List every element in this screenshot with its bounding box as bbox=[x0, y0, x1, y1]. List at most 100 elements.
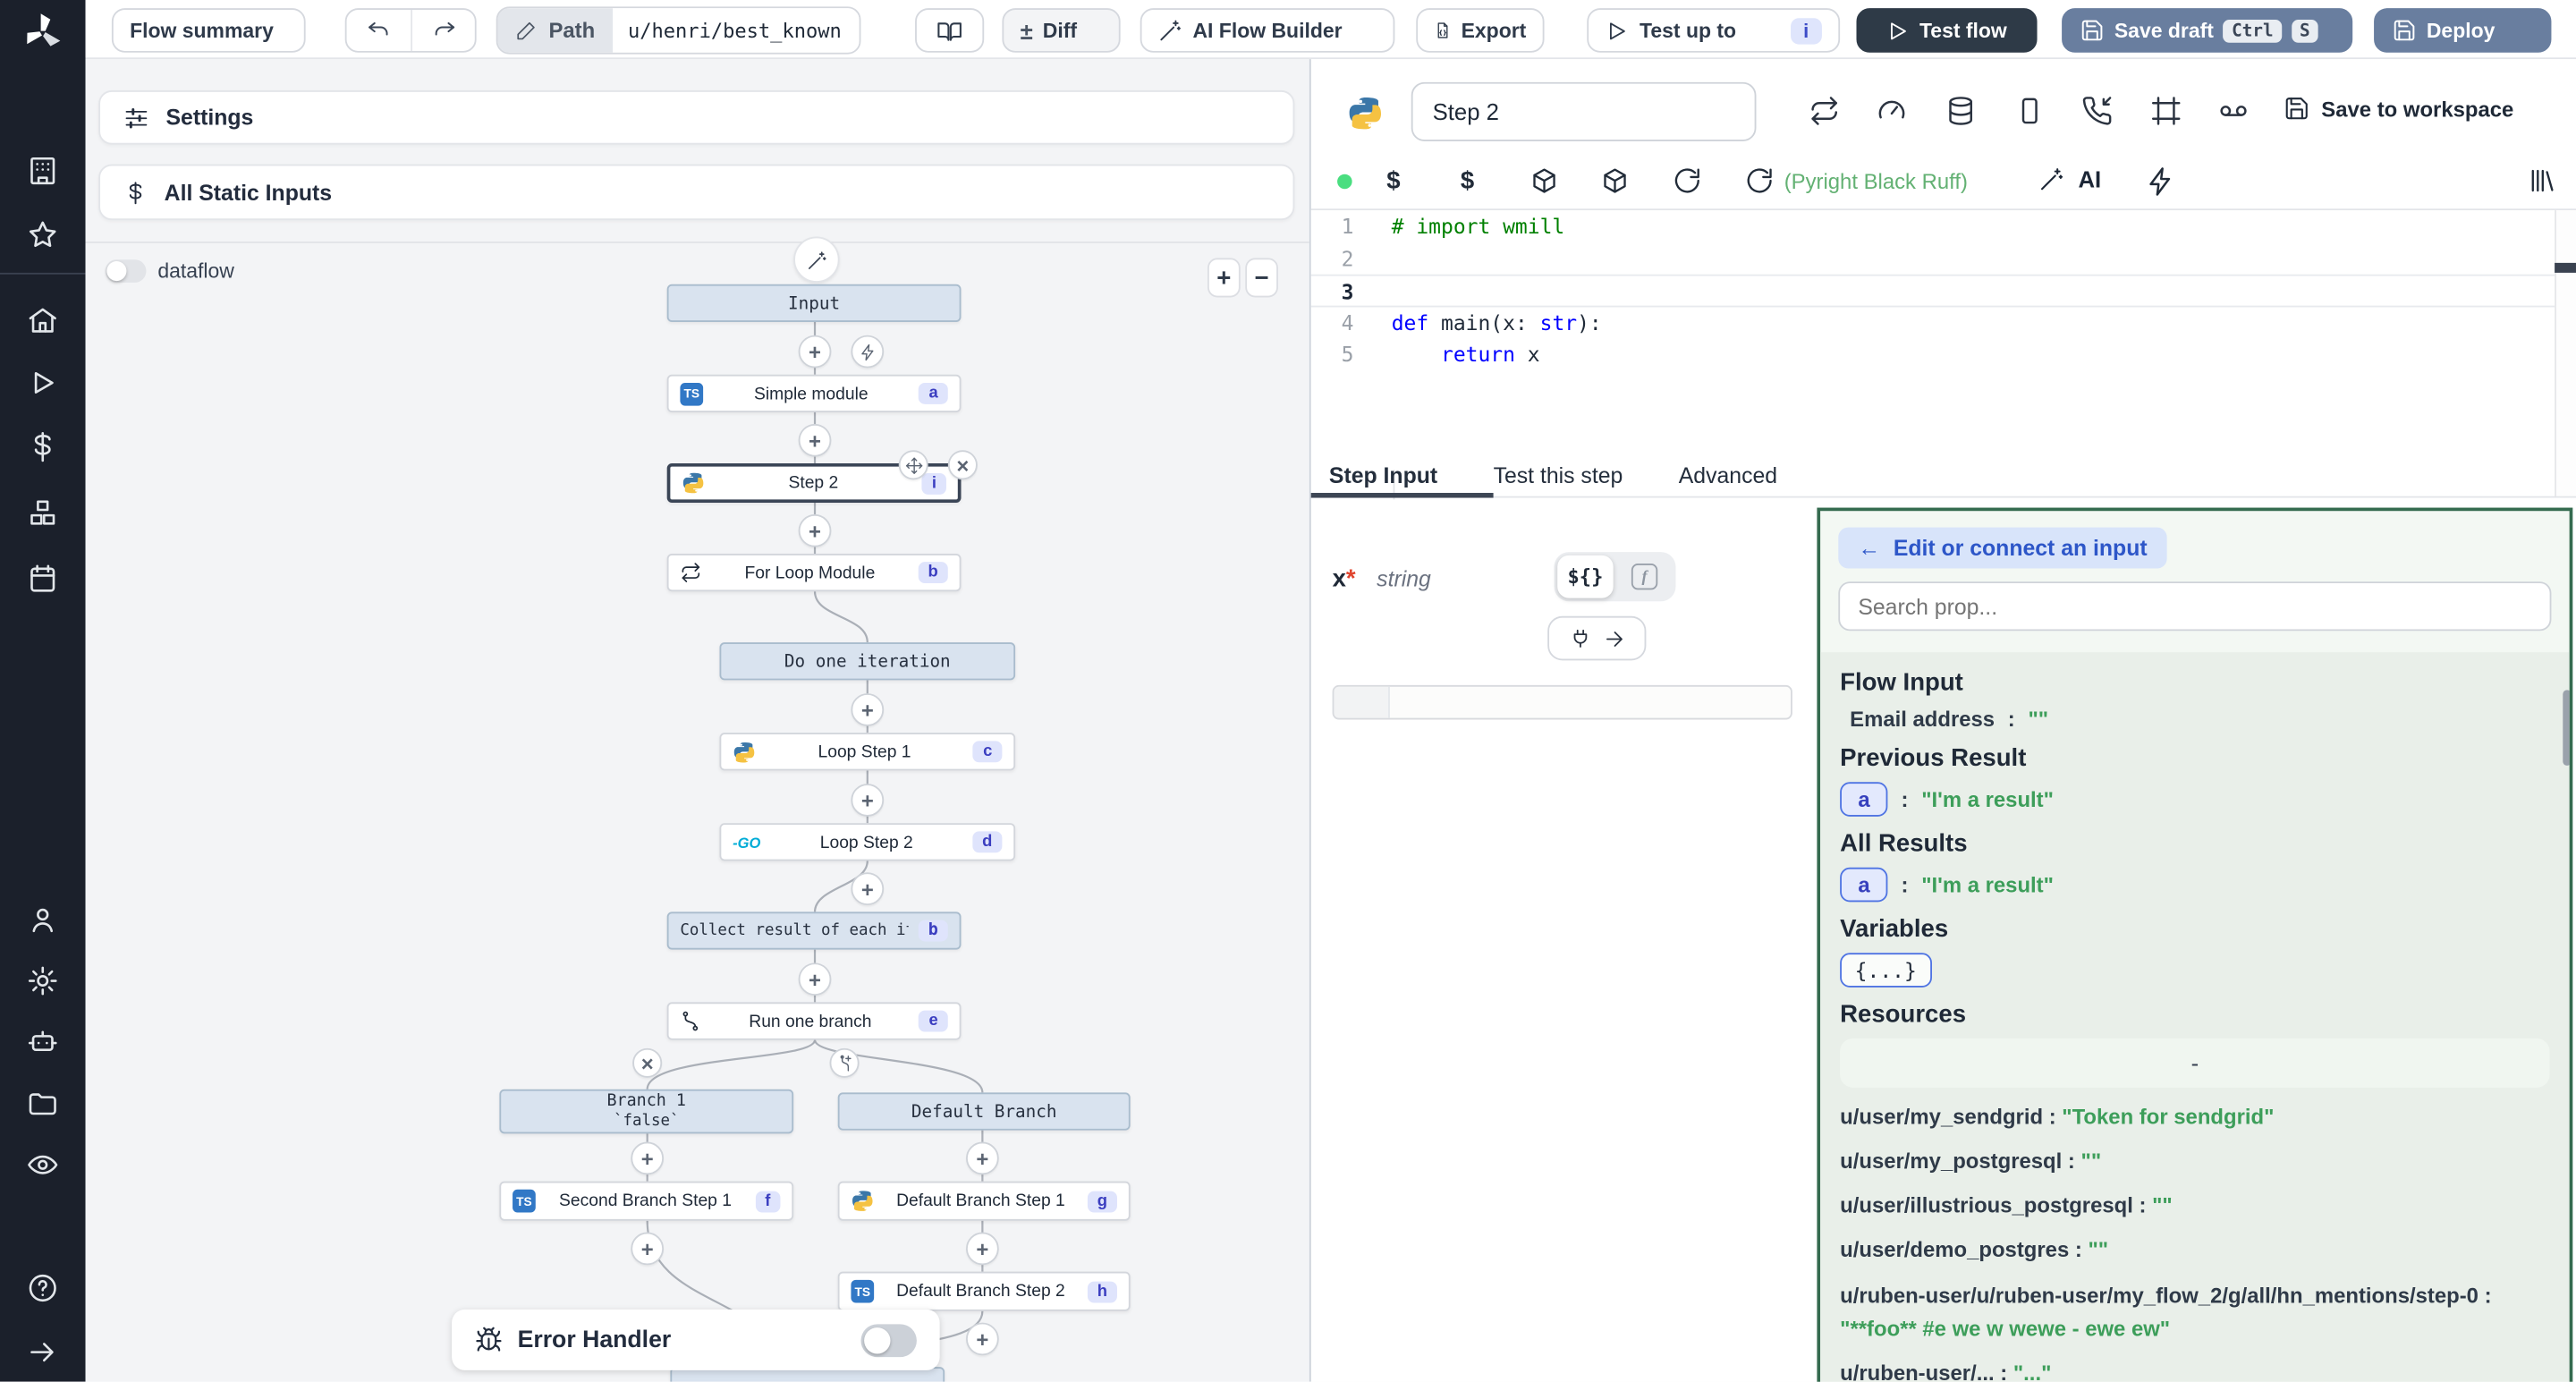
cache-refresh-icon[interactable] bbox=[1809, 96, 1840, 127]
add-step-button[interactable]: + bbox=[851, 693, 885, 726]
diff-button[interactable]: ± Diff bbox=[1002, 8, 1121, 53]
node-do-one-iteration[interactable]: Do one iteration bbox=[719, 642, 1016, 681]
add-step-button[interactable]: + bbox=[798, 513, 832, 547]
node-branch-1[interactable]: Branch 1 `false` bbox=[499, 1089, 794, 1134]
edit-or-connect-button[interactable]: ← Edit or connect an input bbox=[1838, 527, 2167, 569]
suspend-phone-icon[interactable] bbox=[2081, 96, 2113, 127]
database-icon[interactable] bbox=[1945, 96, 1977, 127]
test-flow-button[interactable]: Test flow bbox=[1856, 8, 2038, 53]
add-step-button[interactable]: + bbox=[965, 1322, 999, 1356]
reload-icon[interactable] bbox=[1673, 166, 1702, 196]
folders-icon[interactable] bbox=[26, 1088, 59, 1121]
flow-input-row[interactable]: Email address : "" bbox=[1850, 706, 2049, 732]
add-step-button[interactable]: + bbox=[798, 423, 832, 457]
all-static-inputs-button[interactable]: All Static Inputs bbox=[98, 164, 1295, 221]
save-to-workspace-button[interactable]: Save to workspace bbox=[2284, 96, 2513, 122]
redo-button[interactable] bbox=[411, 10, 475, 51]
node-default-branch-step-2[interactable]: TS Default Branch Step 2 h bbox=[837, 1271, 1131, 1311]
arg-value-input[interactable] bbox=[1332, 684, 1792, 720]
settings-gear-icon[interactable] bbox=[26, 964, 59, 997]
node-second-branch-step-1[interactable]: TS Second Branch Step 1 f bbox=[499, 1181, 794, 1221]
node-for-loop-module[interactable]: For Loop Module b bbox=[666, 553, 962, 592]
runs-play-icon[interactable] bbox=[26, 367, 59, 400]
move-step-handle[interactable] bbox=[898, 450, 928, 480]
docs-button[interactable] bbox=[915, 8, 985, 53]
concurrency-icon[interactable] bbox=[2014, 96, 2046, 127]
flow-summary-button[interactable]: Flow summary bbox=[111, 8, 306, 53]
static-inputs-icon[interactable]: $ bbox=[1386, 167, 1401, 196]
flow-canvas[interactable]: Settings All Static Inputs dataflow + − bbox=[85, 59, 1309, 1382]
add-step-button[interactable]: + bbox=[965, 1141, 999, 1175]
test-up-to-button[interactable]: Test up to i bbox=[1587, 8, 1841, 53]
package-icon[interactable] bbox=[1530, 166, 1559, 196]
resource-row[interactable]: u/user/my_postgresql : "" bbox=[1840, 1149, 2102, 1174]
node-collect-result[interactable]: Collect result of each iteration b bbox=[666, 911, 962, 950]
trigger-bolt-button[interactable] bbox=[851, 335, 885, 369]
node-loop-step-1[interactable]: Loop Step 1 c bbox=[719, 733, 1016, 771]
zoom-in-button[interactable]: + bbox=[1207, 258, 1241, 298]
panel-scrollbar-thumb[interactable] bbox=[2563, 690, 2570, 766]
code-line[interactable]: 5 return x bbox=[1341, 342, 1540, 368]
code-line[interactable]: 1# import wmill bbox=[1341, 213, 1565, 239]
node-default-branch[interactable]: Default Branch bbox=[837, 1092, 1131, 1131]
add-step-button[interactable]: + bbox=[631, 1232, 665, 1266]
workspaces-icon[interactable] bbox=[26, 155, 59, 188]
flow-settings-button[interactable]: Settings bbox=[98, 90, 1295, 145]
node-default-branch-step-1[interactable]: Default Branch Step 1 g bbox=[837, 1181, 1131, 1221]
favorites-star-icon[interactable] bbox=[26, 218, 59, 251]
variables-picker-icon[interactable]: $ bbox=[1460, 167, 1475, 196]
code-line[interactable]: 3 bbox=[1310, 275, 2576, 308]
collapse-sidebar-arrow-icon[interactable] bbox=[26, 1335, 59, 1369]
library-icon[interactable] bbox=[2527, 166, 2556, 196]
search-prop-input[interactable] bbox=[1838, 581, 2552, 632]
ai-flow-builder-button[interactable]: AI Flow Builder bbox=[1140, 8, 1395, 53]
tab-step-input[interactable]: Step Input bbox=[1328, 462, 1438, 488]
fn-mode-option[interactable]: f bbox=[1616, 555, 1672, 598]
path-input[interactable] bbox=[613, 8, 860, 53]
result-id-badge[interactable]: a bbox=[1840, 867, 1888, 903]
resource-row[interactable]: u/user/demo_postgres : "" bbox=[1840, 1237, 2109, 1263]
resource-row[interactable]: u/user/my_sendgrid : "Token for sendgrid… bbox=[1840, 1104, 2275, 1129]
help-icon[interactable] bbox=[26, 1272, 59, 1305]
add-step-button[interactable]: + bbox=[851, 872, 885, 906]
editor-scrollbar[interactable] bbox=[2555, 210, 2576, 498]
node-step-2[interactable]: Step 2 i bbox=[666, 462, 962, 504]
users-icon[interactable] bbox=[26, 903, 59, 937]
add-step-button[interactable]: + bbox=[851, 784, 885, 817]
ai-suggest-node-button[interactable] bbox=[793, 236, 840, 283]
tab-test-this-step[interactable]: Test this step bbox=[1493, 462, 1623, 488]
add-step-button[interactable]: + bbox=[965, 1232, 999, 1266]
add-step-button[interactable]: + bbox=[798, 962, 832, 996]
zoom-out-button[interactable]: − bbox=[1245, 258, 1278, 298]
variables-expand-button[interactable]: {...} bbox=[1840, 953, 1932, 988]
package-icon[interactable] bbox=[1600, 166, 1630, 196]
delete-step-button[interactable]: × bbox=[947, 450, 978, 480]
previous-result-row[interactable]: a : "I'm a result" bbox=[1840, 782, 2549, 817]
workers-robot-icon[interactable] bbox=[26, 1025, 59, 1058]
export-button[interactable]: Export bbox=[1416, 8, 1545, 53]
connect-input-button[interactable] bbox=[1547, 615, 1647, 661]
add-step-button[interactable]: + bbox=[631, 1141, 665, 1175]
home-icon[interactable] bbox=[26, 304, 59, 337]
audit-logs-eye-icon[interactable] bbox=[26, 1149, 59, 1182]
schedules-calendar-icon[interactable] bbox=[26, 562, 59, 595]
windmill-logo[interactable] bbox=[20, 10, 65, 55]
node-loop-step-2[interactable]: -GO Loop Step 2 d bbox=[719, 823, 1016, 861]
deploy-button[interactable]: Deploy bbox=[2374, 8, 2552, 53]
add-branch-button[interactable] bbox=[829, 1047, 860, 1078]
bolt-icon[interactable] bbox=[2146, 166, 2177, 198]
resources-filter[interactable]: - bbox=[1840, 1038, 2550, 1088]
node-flow-input[interactable]: Input bbox=[666, 284, 962, 322]
code-line[interactable]: 2 bbox=[1341, 245, 1354, 271]
dataflow-toggle[interactable] bbox=[105, 259, 147, 283]
expr-mode-option[interactable]: ${} bbox=[1557, 555, 1614, 598]
result-id-badge[interactable]: a bbox=[1840, 782, 1888, 817]
node-run-one-branch[interactable]: Run one branch e bbox=[666, 1002, 962, 1040]
save-draft-button[interactable]: Save draft Ctrl S bbox=[2062, 8, 2353, 53]
resource-row[interactable]: u/ruben-user/... : "..." bbox=[1840, 1360, 2052, 1382]
voicemail-mock-icon[interactable] bbox=[2218, 96, 2250, 127]
step-name-input[interactable] bbox=[1411, 81, 1757, 141]
add-step-button[interactable]: + bbox=[798, 335, 832, 369]
